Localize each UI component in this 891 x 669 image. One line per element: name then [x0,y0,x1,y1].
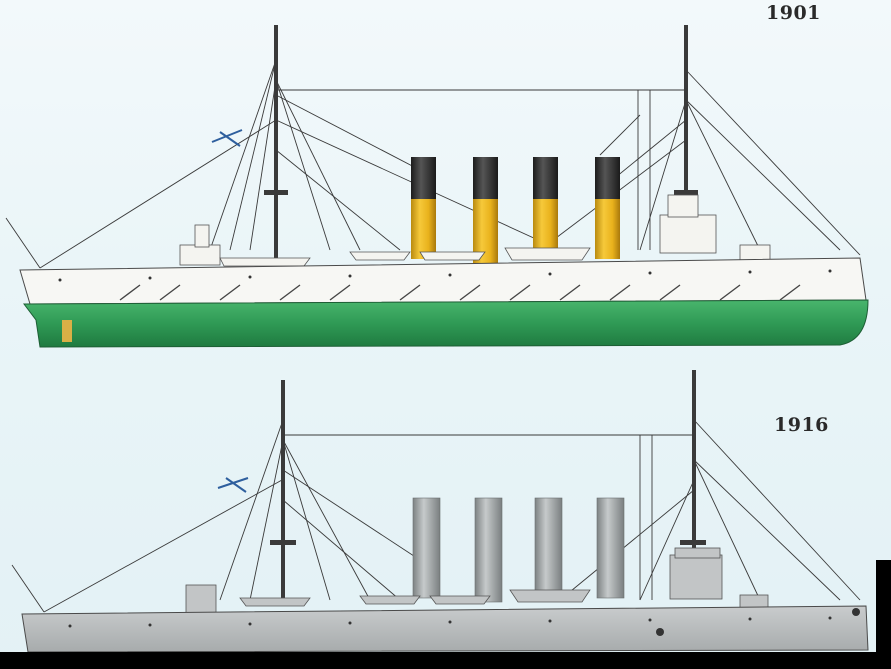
flag-1901 [211,129,243,147]
hull-details-1901 [119,284,801,301]
superstructure-1916 [185,547,769,614]
flag-1916 [217,477,249,493]
masts-1916 [270,370,706,600]
portholes-1901 [58,269,832,282]
masts-1901 [264,25,698,260]
portholes-1916 [68,608,860,636]
funnels-1901 [411,157,620,264]
rudder-1901 [62,320,72,342]
frame-edge-bottom [0,652,891,669]
funnels-1916 [412,497,625,603]
hull-green-1901 [23,299,869,348]
year-label-1916: 1916 [774,414,829,436]
rigging-1901 [5,25,861,269]
hull-grey-1916 [21,605,869,653]
hull-white-1901 [19,257,867,305]
year-label-1901: 1901 [766,2,821,24]
frame-edge-right [876,560,891,669]
